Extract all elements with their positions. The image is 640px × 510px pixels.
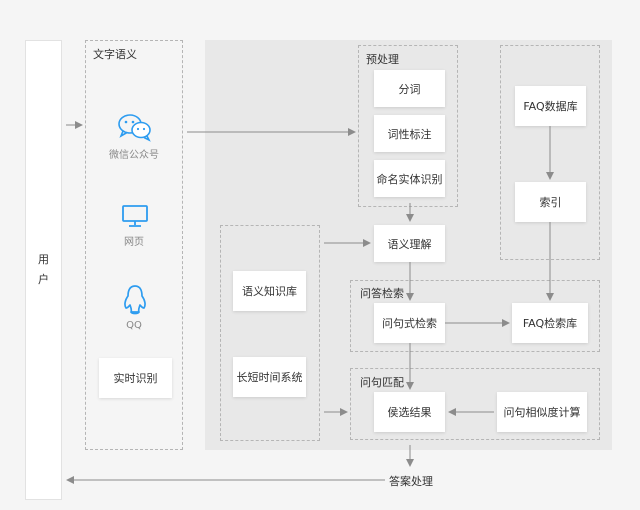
qq-penguin-icon: [124, 285, 146, 315]
qa-search-title: 问答检索: [360, 287, 404, 300]
faq-database-node: FAQ数据库: [515, 86, 586, 126]
segmentation-node: 分词: [374, 70, 445, 107]
preprocess-title: 预处理: [366, 53, 399, 66]
memory-system-node: 长短时间系统: [233, 357, 306, 397]
candidate-results-node: 侯选结果: [374, 392, 445, 432]
similarity-node: 问句相似度计算: [497, 392, 587, 432]
answer-processing-label: 答案处理: [389, 475, 433, 488]
semantic-understanding-node: 语义理解: [374, 225, 445, 262]
wechat-icon: [118, 114, 151, 142]
realtime-recognition-node: 实时识别: [99, 358, 172, 398]
faq-search-node: FAQ检索库: [512, 303, 588, 343]
pos-tagging-node: 词性标注: [374, 115, 445, 152]
semantic-kb-node: 语义知识库: [233, 271, 306, 311]
qq-label: QQ: [126, 320, 142, 331]
qa-search-group: [350, 280, 600, 352]
ner-node: 命名实体识别: [374, 160, 445, 197]
wechat-label: 微信公众号: [109, 150, 159, 161]
index-node: 索引: [515, 182, 586, 222]
question-search-node: 问句式检索: [374, 303, 445, 343]
channels-group: [85, 40, 183, 450]
knowledge-group: [220, 225, 320, 441]
preprocess-group: [358, 45, 458, 207]
matching-group: [350, 368, 600, 440]
monitor-icon: [122, 205, 148, 227]
user-bar: [25, 40, 62, 500]
matching-title: 问句匹配: [360, 376, 404, 389]
user-label: 用 户: [38, 253, 49, 286]
webpage-label: 网页: [124, 237, 144, 248]
channels-title: 文字语义: [93, 48, 137, 61]
